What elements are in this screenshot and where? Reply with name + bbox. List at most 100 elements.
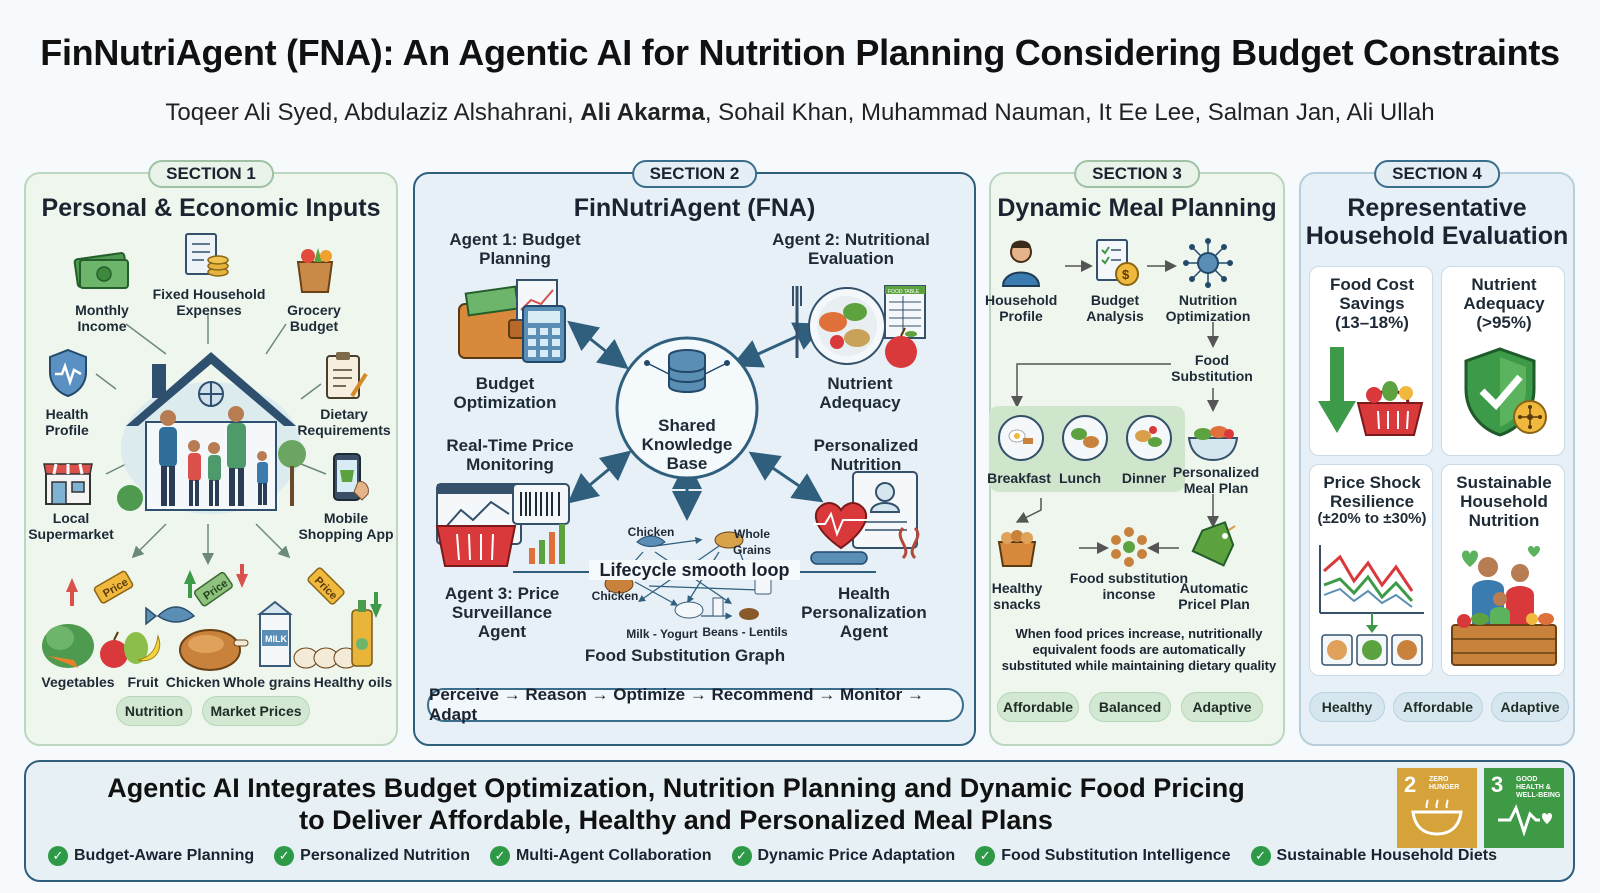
nutrient-adequacy-label: Nutrient Adequacy [819, 374, 901, 412]
check-icon: ✓ [489, 846, 510, 866]
food-vegetables-label: Vegetables [41, 674, 115, 690]
health-personalization-icon [810, 471, 920, 565]
svg-text:MILK: MILK [265, 634, 287, 644]
feature-item: ✓Personalized Nutrition [274, 846, 470, 866]
substitution-cycle-icon [1111, 527, 1147, 567]
eval-card-title: Food Cost Savings [1329, 275, 1415, 313]
clipboard-icon [326, 352, 368, 399]
section-title: Representative Household Evaluation [1305, 194, 1569, 250]
eval-card-sustainable-nutrition: Sustainable Household Nutrition [1441, 464, 1565, 676]
agent-3-title: Agent 3: Price Surveillance Agent [444, 584, 560, 641]
author-list: Toqeer Ali Syed, Abdulaziz Alshahrani, A… [165, 99, 1435, 126]
check-icon: ✓ [975, 846, 996, 866]
adaptive-pill: Adaptive [1181, 692, 1263, 722]
feature-list: ✓Budget-Aware Planning ✓Personalized Nut… [48, 846, 1497, 866]
shared-knowledge-base-label: Shared Knowledge Base [641, 416, 733, 473]
section-badge: SECTION 4 [1374, 160, 1500, 188]
lifecycle-caption: Lifecycle smooth loop [413, 560, 976, 581]
section-4-panel: SECTION 4 Representative Household Evalu… [1299, 160, 1575, 746]
food-whole-grains-label: Whole grains [223, 674, 311, 690]
fixed-expenses-label: Fixed Household Expenses [152, 286, 266, 318]
price-shock-chart-icon [1319, 545, 1424, 666]
agent-2-title: Agent 2: Nutritional Evaluation [772, 230, 930, 268]
summary-title: Agentic AI Integrates Budget Optimizatio… [107, 773, 1245, 835]
balanced-pill: Balanced [1089, 692, 1171, 722]
knowledge-base-hub [615, 336, 759, 480]
real-time-price-label: Real-Time Price Monitoring [446, 436, 574, 474]
automatic-price-plan-label: Automatic Pricel Plan [1178, 580, 1250, 612]
graph-node-chicken: Chicken [627, 525, 675, 539]
eval-card-title: Nutrient Adequacy [1463, 275, 1545, 313]
section-badge: SECTION 1 [148, 160, 274, 188]
shield-check-icon [1464, 347, 1547, 437]
expense-document-icon [185, 233, 229, 277]
eval-card-price-shock: Price Shock Resilience (±20% to ±30%) [1309, 464, 1433, 676]
section-badge: SECTION 2 [631, 160, 758, 188]
nutrition-optimization-label: Nutrition Optimization [1165, 292, 1251, 324]
check-icon: ✓ [274, 846, 295, 866]
healthy-pill: Healthy [1309, 692, 1385, 722]
section-2-panel: SECTION 2 FinNutriAgent (FNA) Agent 1: B… [413, 160, 976, 746]
food-fruit-label: Fruit [127, 674, 159, 690]
section-title: FinNutriAgent (FNA) [573, 194, 816, 222]
nutrition-plate-icon: FOOD TABLE [792, 285, 926, 368]
money-icon [73, 252, 129, 289]
check-icon: ✓ [48, 846, 68, 866]
feature-item: ✓Multi-Agent Collaboration [489, 846, 712, 866]
graph-node-whole-grains: Whole Grains [732, 527, 771, 557]
eval-card-food-cost: Food Cost Savings (13–18%) [1309, 266, 1433, 456]
budget-analysis-label: Budget Analysis [1086, 292, 1144, 324]
eval-card-title: Sustainable Household Nutrition [1456, 473, 1552, 530]
section-title: Dynamic Meal Planning [997, 194, 1277, 222]
sdg3-badge: 3 GOOD HEALTH & WELL-BEING [1484, 768, 1564, 848]
affordable-pill: Affordable [997, 692, 1079, 722]
healthy-snacks-label: Healthy snacks [991, 580, 1043, 612]
heartbeat-icon [1498, 804, 1552, 837]
svg-text:$: $ [1122, 267, 1130, 282]
affordable-pill: Affordable [1393, 692, 1483, 722]
adaptive-pill: Adaptive [1491, 692, 1569, 722]
connector-lines [95, 314, 327, 565]
mobile-app-label: Mobile Shopping App [298, 510, 394, 542]
mobile-app-icon [333, 453, 369, 501]
eval-card-nutrient-adequacy: Nutrient Adequacy (>95%) [1441, 266, 1565, 456]
health-agent-title: Health Personalization Agent [801, 584, 927, 641]
household-profile-icon [1001, 240, 1041, 287]
monthly-income-label: Monthly Income [75, 302, 129, 334]
summary-banner: Agentic AI Integrates Budget Optimizatio… [24, 760, 1575, 882]
eval-card-value: (±20% to ±30%) [1317, 510, 1427, 527]
happy-family-icon [1451, 546, 1557, 666]
eval-card-value: (13–18%) [1335, 313, 1409, 332]
section-1-panel: SECTION 1 Personal & Economic Inputs Mon… [24, 160, 398, 746]
personalized-nutrition-label: Personalized Nutrition [813, 436, 919, 474]
agent-arrows [567, 320, 825, 521]
feature-item: ✓Dynamic Price Adaptation [731, 846, 955, 866]
food-items-illustration: Price Price Price MILK [42, 564, 382, 671]
meal-plates-icon [998, 415, 1172, 461]
wallet-calculator-icon [458, 279, 566, 363]
lifecycle-loop: Perceive → Reason → Optimize → Recommend… [427, 685, 964, 724]
food-healthy-oils-label: Healthy oils [313, 674, 393, 690]
price-monitoring-icon [435, 483, 570, 567]
health-profile-label: Health Profile [45, 406, 89, 438]
bowl-icon [1411, 799, 1463, 836]
nutrition-network-icon [1183, 238, 1233, 288]
sdg2-badge: 2 ZERO HUNGER [1397, 768, 1477, 848]
supermarket-icon [43, 463, 93, 505]
feature-item: ✓Food Substitution Intelligence [975, 846, 1231, 866]
cost-down-basket-icon [1318, 347, 1424, 436]
dietary-requirements-label: Dietary Requirements [297, 406, 391, 438]
graph-node-beans-lentils: Beans - Lentils [702, 625, 788, 639]
meal-breakfast-label: Breakfast [987, 470, 1051, 486]
market-prices-pill: Market Prices [202, 696, 310, 726]
grocery-bag-icon [296, 248, 334, 293]
section-title: Personal & Economic Inputs [41, 194, 381, 222]
meal-lunch-label: Lunch [1059, 470, 1101, 486]
meal-plan-bowl-icon [1187, 426, 1239, 462]
graph-title: Food Substitution Graph [584, 646, 786, 665]
feature-item: ✓Sustainable Household Diets [1250, 846, 1497, 866]
healthy-snacks-icon [997, 530, 1037, 567]
personalized-meal-plan-label: Personalized Meal Plan [1172, 464, 1260, 496]
graph-node-milk-yogurt: Milk - Yogurt [626, 627, 698, 641]
budget-analysis-icon: $ [1096, 239, 1139, 286]
